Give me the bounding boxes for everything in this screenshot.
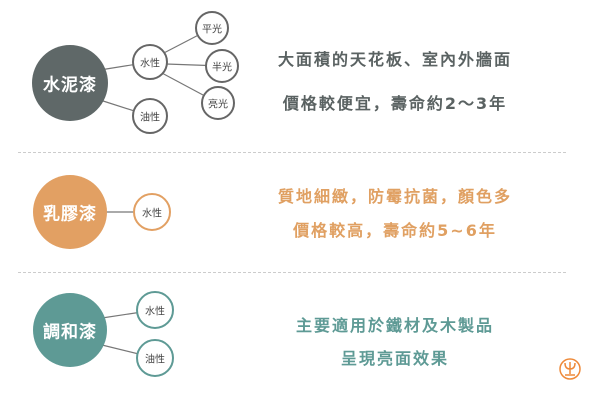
cement-paint-node	[32, 45, 108, 121]
branch-label: 水性	[145, 306, 165, 318]
description-line: 呈現亮面效果	[340, 349, 449, 368]
node-title: 乳膠漆	[43, 204, 97, 225]
node-title: 調和漆	[43, 322, 97, 343]
description-line: 質地細緻，防霉抗菌，顏色多	[277, 187, 512, 206]
branch-label: 水性	[140, 58, 160, 70]
sub-label: 平光	[202, 24, 222, 36]
divider	[18, 152, 566, 153]
divider	[18, 272, 566, 273]
blend-paint-node	[33, 293, 107, 367]
description-line: 價格較便宜，壽命約2～3年	[282, 94, 508, 113]
branch-label: 水性	[142, 208, 162, 220]
node-title: 水泥漆	[43, 75, 97, 96]
branch-label: 油性	[145, 354, 165, 366]
description-line: 大面積的天花板、室內外牆面	[277, 50, 512, 69]
latex-paint-node	[33, 175, 107, 249]
branch-label: 油性	[140, 112, 160, 124]
sub-label: 亮光	[208, 99, 228, 111]
logo-icon	[559, 358, 581, 380]
description-line: 主要適用於鐵材及木製品	[295, 316, 494, 335]
sub-label: 半光	[212, 62, 232, 74]
description-line: 價格較高，壽命約5~6年	[293, 221, 497, 240]
